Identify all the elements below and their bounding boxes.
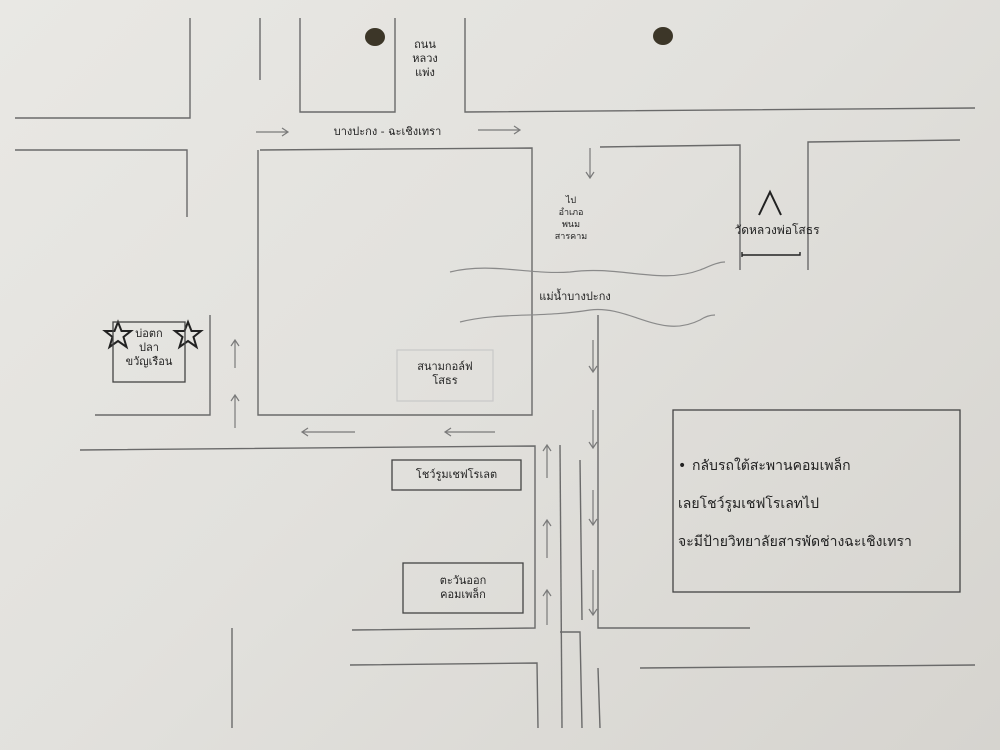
- to-district-label: ไปอำเภอพนมสารคาม: [554, 196, 588, 242]
- temple-label: วัดหลวงพ่อโสธร: [734, 223, 820, 237]
- note-line: เลยโชว์รูมเชฟโรเลทไป: [678, 496, 819, 512]
- road-north-label: ถนนหลวงแพ่ง: [412, 38, 438, 79]
- fish-pond-label: บ่อตกปลาขวัญเรือน: [125, 327, 173, 368]
- golf-course-label: สนามกอล์ฟโสธร: [417, 360, 473, 387]
- bullet-icon: •: [678, 458, 687, 474]
- punch-hole: [365, 28, 385, 46]
- traffic-arrows: [230, 125, 598, 625]
- note-line: จะมีป้ายวิทยาลัยสารพัดช่างฉะเชิงเทรา: [678, 534, 912, 550]
- road-lines: [15, 18, 976, 729]
- note-line: กลับรถใต้สะพานคอมเพล็ก: [692, 458, 851, 474]
- place-boxes: [112, 321, 961, 614]
- river-banks: [449, 261, 726, 327]
- showroom-label: โชว์รูมเชฟโรเลต: [415, 468, 498, 481]
- complex-label: ตะวันออกคอมเพล็ก: [439, 574, 487, 601]
- river-label: แม่น้ำบางปะกง: [539, 290, 611, 303]
- star-markers: [102, 319, 204, 350]
- punch-hole: [653, 27, 673, 45]
- main-road-label: บางปะกง - ฉะเชิงเทรา: [333, 125, 442, 138]
- temple-marker: [741, 189, 801, 257]
- directions-note: • กลับรถใต้สะพานคอมเพล็ก เลยโชว์รูมเชฟโรเ…: [678, 455, 912, 569]
